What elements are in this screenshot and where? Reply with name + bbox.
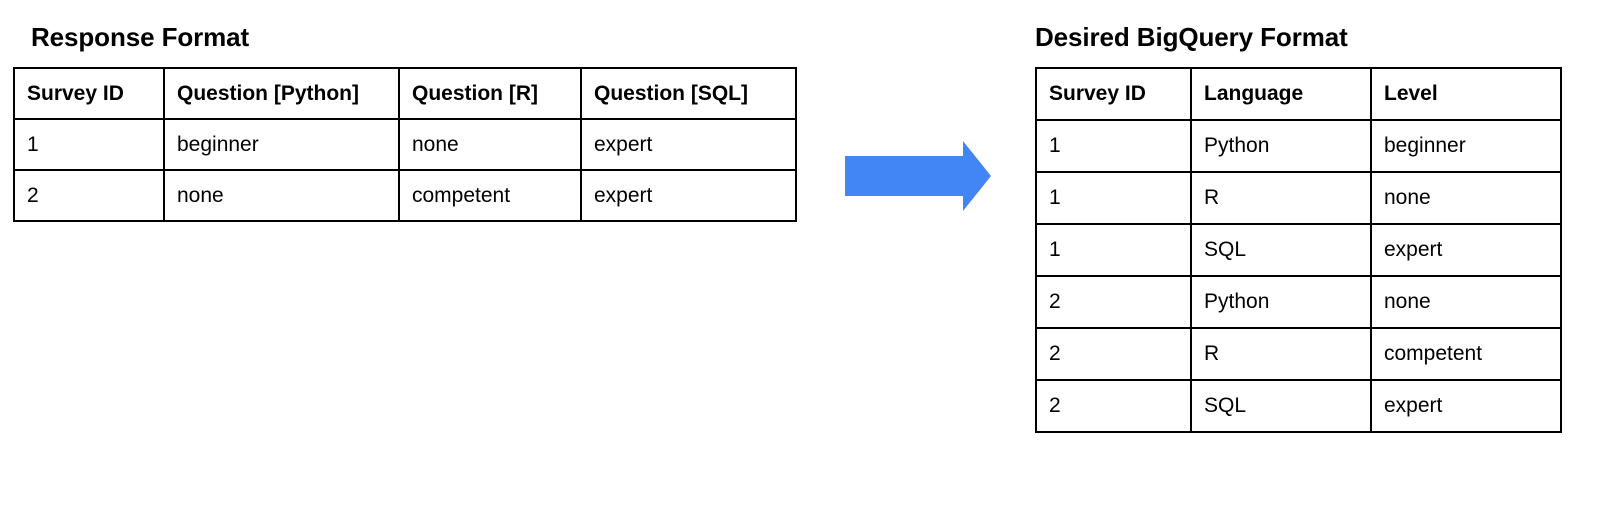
- response-format-table: Survey ID Question [Python] Question [R]…: [13, 67, 797, 222]
- table-row: 1 Python beginner: [1035, 119, 1562, 173]
- cell-survey-id: 1: [1035, 119, 1192, 173]
- cell-question-python: beginner: [163, 118, 400, 171]
- cell-language: Python: [1190, 275, 1372, 329]
- column-header-survey-id: Survey ID: [1035, 67, 1192, 121]
- cell-question-r: none: [398, 118, 582, 171]
- table-row: 2 R competent: [1035, 327, 1562, 381]
- cell-language: R: [1190, 327, 1372, 381]
- column-header-question-sql: Question [SQL]: [580, 67, 797, 120]
- cell-question-r: competent: [398, 169, 582, 222]
- cell-survey-id: 2: [1035, 327, 1192, 381]
- cell-survey-id: 1: [1035, 223, 1192, 277]
- cell-survey-id: 1: [1035, 171, 1192, 225]
- cell-survey-id: 2: [13, 169, 165, 222]
- table-header-row: Survey ID Question [Python] Question [R]…: [13, 67, 797, 120]
- cell-survey-id: 2: [1035, 275, 1192, 329]
- table-header-row: Survey ID Language Level: [1035, 67, 1562, 121]
- cell-survey-id: 1: [13, 118, 165, 171]
- cell-language: SQL: [1190, 379, 1372, 433]
- response-format-title: Response Format: [31, 22, 250, 52]
- cell-level: expert: [1370, 223, 1562, 277]
- cell-language: R: [1190, 171, 1372, 225]
- cell-level: beginner: [1370, 119, 1562, 173]
- table-row: 1 R none: [1035, 171, 1562, 225]
- right-arrow-icon: [845, 138, 991, 214]
- cell-language: Python: [1190, 119, 1372, 173]
- bigquery-format-title: Desired BigQuery Format: [1035, 22, 1348, 52]
- bigquery-format-table: Survey ID Language Level 1 Python beginn…: [1035, 67, 1562, 433]
- cell-question-sql: expert: [580, 118, 797, 171]
- cell-question-python: none: [163, 169, 400, 222]
- table-row: 2 Python none: [1035, 275, 1562, 329]
- column-header-question-python: Question [Python]: [163, 67, 400, 120]
- cell-level: none: [1370, 275, 1562, 329]
- cell-level: competent: [1370, 327, 1562, 381]
- column-header-level: Level: [1370, 67, 1562, 121]
- cell-language: SQL: [1190, 223, 1372, 277]
- bigquery-format-panel: Desired BigQuery Format Survey ID Langua…: [1035, 24, 1562, 433]
- cell-survey-id: 2: [1035, 379, 1192, 433]
- column-header-survey-id: Survey ID: [13, 67, 165, 120]
- cell-question-sql: expert: [580, 169, 797, 222]
- table-row: 2 SQL expert: [1035, 379, 1562, 433]
- cell-level: none: [1370, 171, 1562, 225]
- column-header-question-r: Question [R]: [398, 67, 582, 120]
- table-row: 1 beginner none expert: [13, 118, 797, 171]
- table-row: 1 SQL expert: [1035, 223, 1562, 277]
- table-row: 2 none competent expert: [13, 169, 797, 222]
- column-header-language: Language: [1190, 67, 1372, 121]
- cell-level: expert: [1370, 379, 1562, 433]
- response-format-panel: Response Format Survey ID Question [Pyth…: [13, 24, 797, 222]
